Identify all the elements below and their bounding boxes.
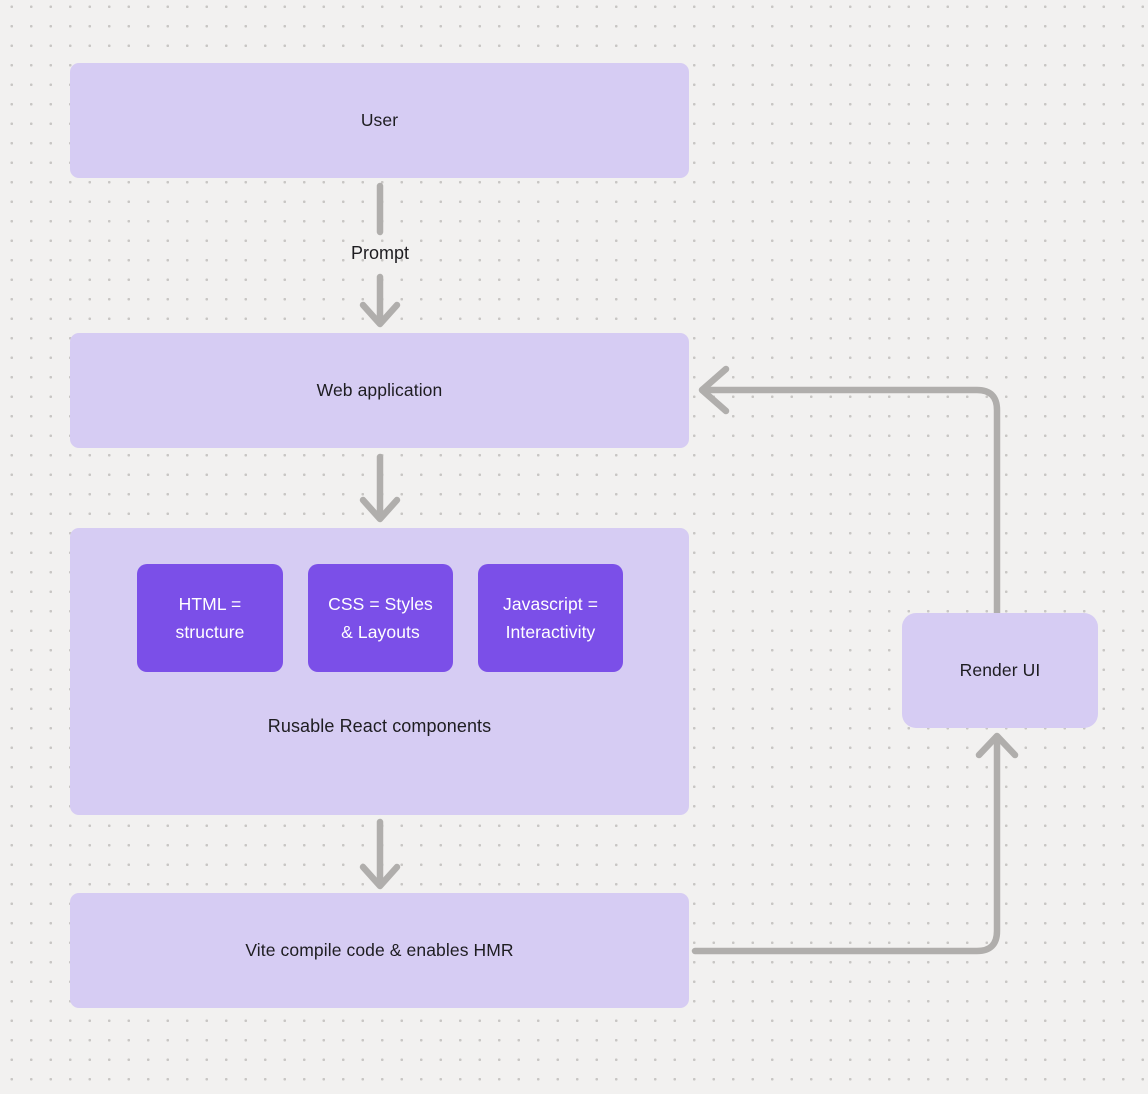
node-render-ui-label: Render UI <box>959 660 1041 680</box>
edge-render-ui-web-app[interactable] <box>698 365 1001 617</box>
node-web-application-label: Web application <box>316 380 443 400</box>
node-css[interactable]: CSS = Styles & Layouts <box>308 564 453 672</box>
arrowhead-down-icon <box>359 496 401 523</box>
node-react-components-group[interactable]: HTML = structure CSS = Styles & Layouts … <box>70 528 689 815</box>
node-user[interactable]: User <box>70 63 689 178</box>
edge-label-prompt: Prompt <box>350 243 410 263</box>
node-vite[interactable]: Vite compile code & enables HMR <box>70 893 689 1008</box>
edge-components-vite[interactable] <box>359 818 401 890</box>
node-render-ui[interactable]: Render UI <box>902 613 1098 728</box>
node-css-label: CSS = Styles & Layouts <box>328 594 433 642</box>
node-html[interactable]: HTML = structure <box>137 564 283 672</box>
arrowhead-down-icon <box>359 863 401 890</box>
arrowhead-left-icon <box>698 365 730 415</box>
edge-web-app-components[interactable] <box>359 453 401 523</box>
node-group-label: Rusable React components <box>267 716 492 736</box>
arrowhead-up-icon <box>975 732 1019 759</box>
node-html-label: HTML = structure <box>175 594 245 642</box>
arrowhead-down-icon <box>359 301 401 328</box>
node-user-label: User <box>360 110 399 130</box>
node-web-application[interactable]: Web application <box>70 333 689 448</box>
node-javascript-label: Javascript = Interactivity <box>502 594 599 642</box>
edge-vite-render-ui[interactable] <box>691 732 1019 955</box>
node-vite-label: Vite compile code & enables HMR <box>245 940 514 960</box>
node-javascript[interactable]: Javascript = Interactivity <box>478 564 623 672</box>
